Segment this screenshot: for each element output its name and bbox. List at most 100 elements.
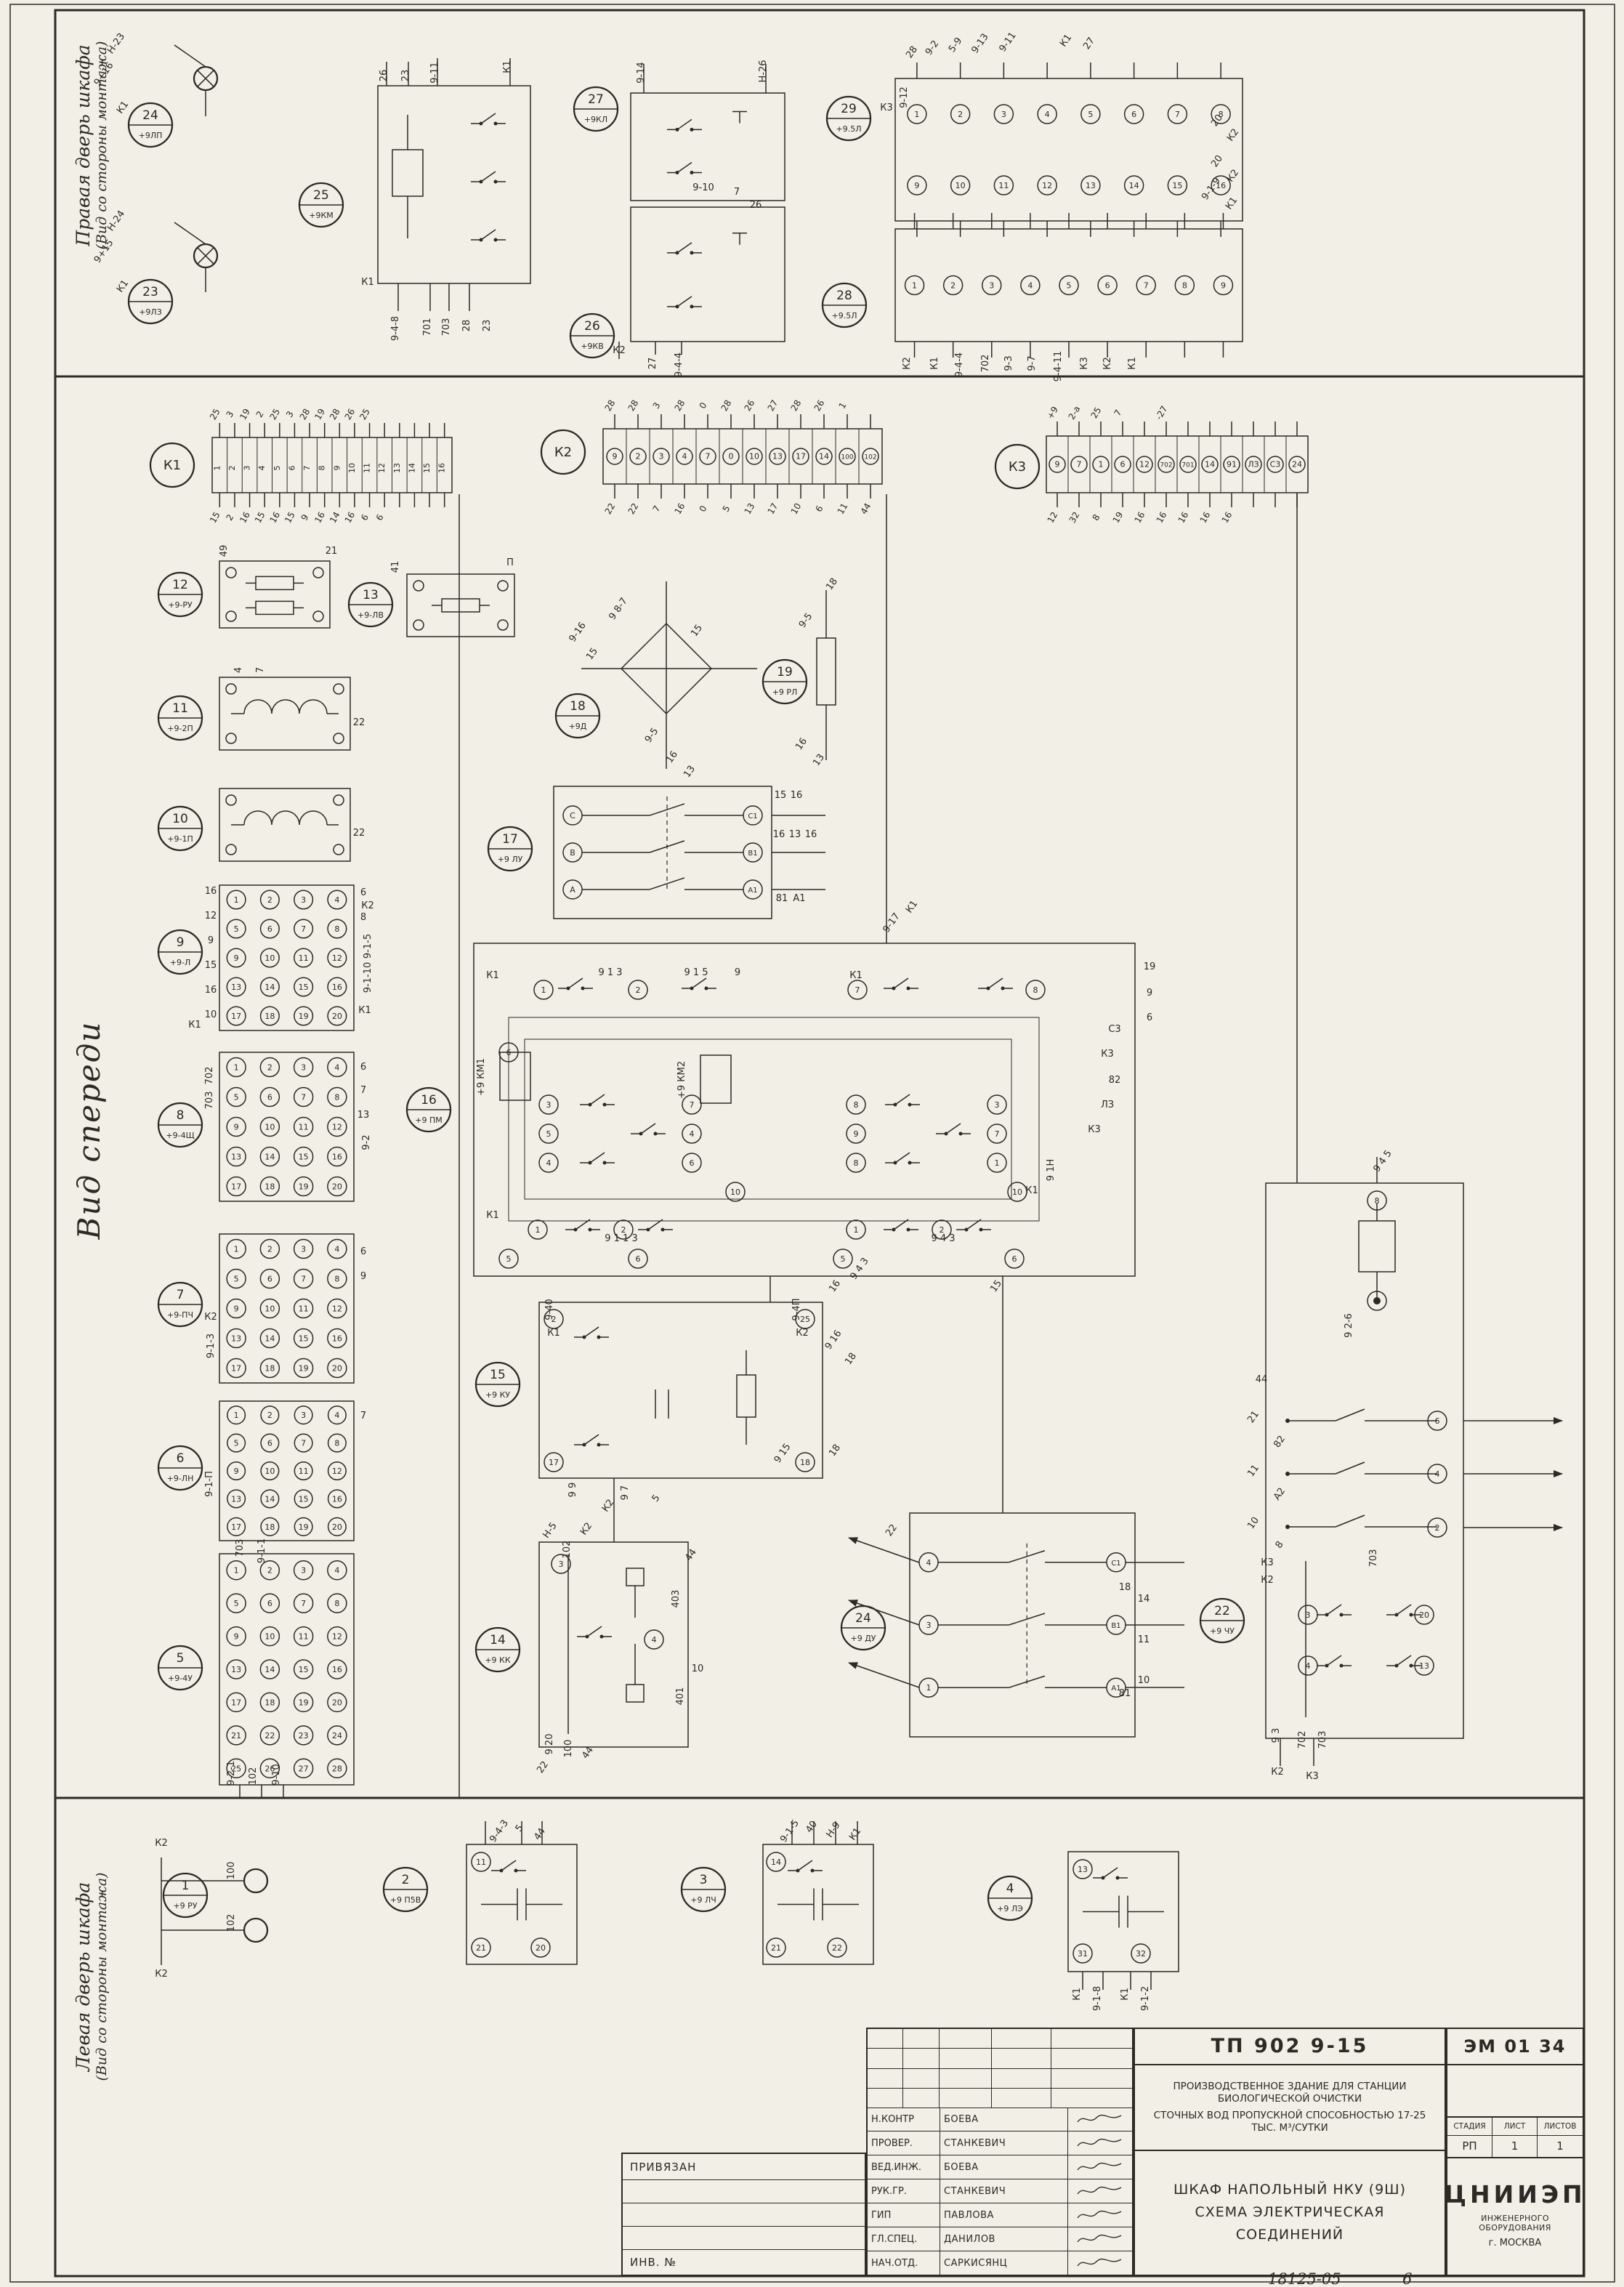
svg-text:13: 13	[392, 463, 402, 473]
svg-text:3: 3	[559, 1560, 564, 1569]
wire-label: 403	[671, 1590, 682, 1608]
terminal-circle: 8	[1025, 980, 1046, 1000]
personnel-name: БОЕВА	[940, 2107, 1068, 2131]
svg-text:1: 1	[234, 1566, 239, 1576]
svg-text:4: 4	[334, 1411, 339, 1420]
svg-text:27: 27	[588, 92, 604, 107]
svg-text:15: 15	[775, 790, 787, 801]
svg-text:Н-26: Н-26	[758, 60, 769, 82]
wire-label: 13	[357, 1110, 370, 1121]
svg-text:28: 28	[789, 398, 804, 413]
svg-text:1: 1	[995, 1158, 1000, 1168]
svg-text:2: 2	[225, 512, 236, 523]
svg-text:14: 14	[264, 1665, 275, 1674]
svg-text:16: 16	[773, 829, 785, 840]
svg-text:12: 12	[332, 1304, 342, 1314]
component-badge-4: 4+9 ЛЭ	[987, 1875, 1033, 1921]
svg-text:7: 7	[301, 1599, 306, 1608]
svg-text:6: 6	[1120, 460, 1126, 469]
personnel-signature	[1068, 2227, 1132, 2251]
svg-text:9-4П: 9-4П	[791, 1298, 802, 1320]
svg-text:702: 702	[1297, 1731, 1308, 1749]
svg-text:24: 24	[855, 1611, 871, 1626]
svg-text:7: 7	[301, 924, 306, 934]
component-badge-13: 13+9-ЛВ	[347, 581, 394, 628]
svg-text:14: 14	[819, 452, 829, 461]
wire-label: 16	[773, 829, 785, 840]
box-27	[630, 92, 785, 201]
wire-label: 22	[353, 717, 365, 728]
svg-text:11: 11	[1245, 1463, 1261, 1479]
svg-text:7: 7	[301, 1275, 306, 1284]
svg-text:9 1 1 3: 9 1 1 3	[605, 1233, 637, 1244]
svg-text:12: 12	[332, 1123, 342, 1132]
wire-label: К1	[486, 970, 499, 981]
svg-text:9 2-6: 9 2-6	[1344, 1313, 1354, 1338]
box-12	[219, 560, 331, 629]
wire-label: 7	[360, 1085, 366, 1096]
component-badge-3: 3+9 ЛЧ	[680, 1866, 727, 1913]
wire-label: С3	[1108, 1024, 1120, 1035]
svg-text:7: 7	[1144, 281, 1149, 291]
logic-16	[473, 943, 1136, 1277]
box-11	[219, 677, 351, 751]
wire-label: 13	[789, 829, 801, 840]
svg-text:23: 23	[142, 285, 158, 299]
svg-text:1: 1	[1099, 460, 1104, 469]
svg-text:9-1-5: 9-1-5	[363, 934, 373, 959]
svg-text:20: 20	[536, 1943, 546, 1953]
svg-text:2: 2	[621, 1225, 626, 1235]
wire-label: 82	[1272, 1434, 1288, 1450]
svg-text:10: 10	[347, 463, 357, 473]
svg-text:5: 5	[514, 1823, 526, 1834]
wire-label: К3	[1079, 357, 1090, 370]
svg-text:102: 102	[226, 1914, 237, 1932]
component-badge-27: 27+9КЛ	[573, 86, 619, 132]
svg-text:К1: К1	[361, 277, 374, 288]
svg-text:703: 703	[1317, 1731, 1328, 1749]
wire-label: 15	[775, 790, 787, 801]
terminal-circle: 18	[795, 1452, 815, 1472]
svg-text:13: 13	[811, 752, 827, 768]
wire-label: К3	[1088, 1124, 1101, 1135]
wire-label: К1	[547, 1328, 560, 1339]
personnel-row: ПРОВЕР.СТАНКЕВИЧ	[868, 2131, 1132, 2155]
svg-text:19: 19	[299, 1522, 309, 1532]
wire-label: 9-16	[567, 621, 589, 645]
svg-text:К2: К2	[1102, 357, 1113, 370]
box-22	[1265, 1182, 1464, 1739]
component-badge-5: 5+9-4У	[157, 1645, 203, 1691]
revision-header	[868, 2029, 1132, 2108]
svg-text:18: 18	[264, 1698, 275, 1707]
svg-text:9-40: 9-40	[544, 1299, 555, 1320]
svg-text:К1: К1	[1120, 1988, 1131, 2001]
wire-label: 102	[226, 1914, 237, 1932]
wire-label: 9 1 1 3	[605, 1233, 637, 1244]
svg-text:21: 21	[1245, 1409, 1261, 1425]
component-badge-9: 9+9-Л	[157, 929, 203, 975]
svg-text:4: 4	[334, 1063, 339, 1073]
component-badge-К2: К2	[540, 429, 586, 475]
svg-text:15: 15	[208, 510, 222, 525]
wire-label: 28	[461, 320, 472, 332]
personnel-name: БОЕВА	[940, 2155, 1068, 2179]
wire-label: 22	[884, 1522, 900, 1538]
svg-text:16: 16	[205, 985, 217, 996]
svg-text:9 20: 9 20	[544, 1734, 555, 1755]
svg-text:19: 19	[299, 1698, 309, 1707]
svg-text:9: 9	[208, 935, 214, 946]
svg-text:19: 19	[1111, 510, 1126, 525]
svg-text:С1: С1	[1111, 1560, 1120, 1568]
svg-text:2: 2	[1435, 1523, 1440, 1533]
svg-text:14: 14	[264, 1334, 275, 1344]
terminal-circle: 4	[538, 1153, 559, 1173]
svg-text:7: 7	[1077, 460, 1082, 469]
svg-text:5: 5	[234, 1439, 239, 1448]
svg-text:19: 19	[238, 407, 252, 421]
left-door-label-line2: (Вид со стороны монтажа)	[94, 1872, 110, 2081]
svg-text:10: 10	[264, 1304, 275, 1314]
svg-text:2: 2	[940, 1225, 945, 1235]
svg-text:32: 32	[1136, 1949, 1146, 1959]
